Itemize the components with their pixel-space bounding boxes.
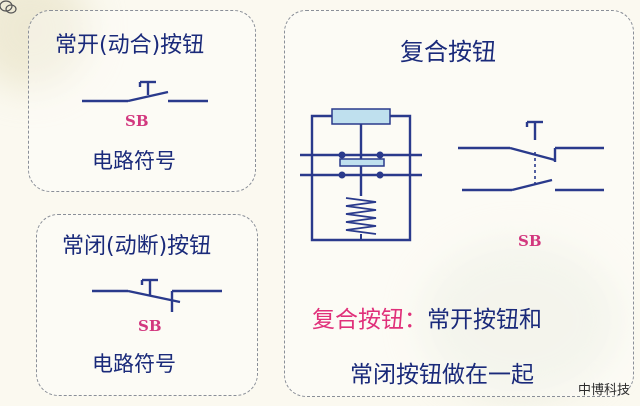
- normally-open-subtitle: 电路符号: [92, 149, 176, 173]
- normally-closed-symbol: [92, 278, 222, 312]
- normally-closed-title: 常闭(动断)按钮: [62, 234, 212, 259]
- composite-symbol: [458, 120, 604, 192]
- normally-open-sb-label: SB: [125, 112, 149, 130]
- normally-open-symbol: [82, 80, 208, 103]
- watermark: 中博科技: [577, 383, 630, 398]
- composite-caption-tail: 常开按钮和: [427, 307, 542, 333]
- composite-caption-line1: 复合按钮：常开按钮和: [312, 300, 542, 334]
- panel-normally-open: [28, 10, 256, 192]
- spring: [345, 197, 377, 235]
- button-cap: [331, 108, 391, 125]
- moving-contact: [339, 158, 385, 167]
- normally-closed-sb-label: SB: [138, 317, 162, 335]
- composite-caption-head: 复合按钮：: [312, 307, 427, 333]
- background-decoration: [420, 240, 620, 400]
- normally-open-title: 常开(动合)按钮: [55, 33, 205, 58]
- normally-closed-subtitle: 电路符号: [92, 352, 176, 376]
- wechat-icon: [0, 0, 17, 14]
- composite-title: 复合按钮: [400, 38, 496, 66]
- panel-composite: [284, 10, 634, 397]
- composite-structure: [300, 108, 422, 242]
- panel-normally-closed: [36, 214, 258, 396]
- composite-sb-label: SB: [518, 232, 542, 250]
- composite-caption-line2: 常闭按钮做在一起: [350, 362, 534, 388]
